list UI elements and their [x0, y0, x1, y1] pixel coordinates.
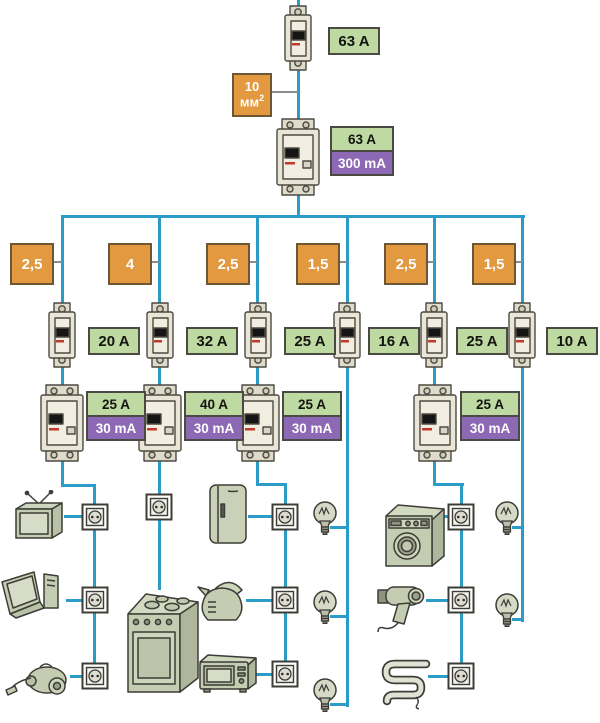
circuit-5-wire-elbow [433, 483, 464, 486]
tv-icon [10, 490, 68, 540]
feed-wire-callout-line [268, 91, 298, 93]
wire-size-callout-line [336, 261, 347, 263]
rcd-leakage-rating: 30 mA [186, 417, 242, 439]
computer-icon [0, 568, 70, 624]
refrigerator-icon [202, 482, 254, 546]
circuit-6-wire-size: 1,5 [472, 243, 516, 285]
circuit-1-drop-wire [93, 484, 96, 679]
tv-connector-wire [64, 515, 82, 518]
wire-size-callout-line [512, 261, 522, 263]
vacuum-connector-wire [70, 675, 82, 678]
wire-size-callout-line [424, 261, 434, 263]
rcd-current-rating: 40 A [186, 393, 242, 417]
feed-wire-size-unit: мм2 [239, 93, 265, 110]
socket-icon [271, 586, 299, 614]
circuit-5-drop-wire [460, 483, 463, 679]
circuit-1-breaker-icon [44, 302, 80, 368]
circuit-5-breaker-icon [416, 302, 452, 368]
microwave-icon [196, 652, 258, 694]
vacuum-cleaner-icon [4, 650, 74, 700]
main-rcd-icon [274, 118, 322, 196]
rcd-leakage-rating: 30 mA [284, 417, 340, 439]
circuit-1-breaker-rating: 20 A [88, 327, 140, 355]
circuit-2-rcd-rating: 40 A 30 mA [184, 391, 244, 441]
circuit-6-wire [521, 215, 524, 622]
circuit-3-wire-elbow [256, 483, 287, 486]
computer-connector-wire [66, 599, 82, 602]
heated-towel-rail-icon [380, 656, 434, 710]
bus-wire [61, 215, 525, 218]
socket-icon [271, 660, 299, 688]
main-breaker-icon [280, 5, 316, 71]
lamp-connector-wire [330, 526, 347, 529]
rcd-leakage-rating: 30 mA [88, 417, 144, 439]
circuit-5-wire-size: 2,5 [384, 243, 428, 285]
circuit-2-breaker-icon [142, 302, 178, 368]
circuit-4-breaker-rating: 16 A [368, 327, 420, 355]
washing-machine-icon [382, 500, 446, 570]
towel-rail-connector-wire [428, 675, 449, 678]
lamp-icon [494, 500, 520, 536]
circuit-5-rcd-icon [411, 384, 459, 462]
electric-stove-icon [120, 584, 200, 698]
lamp-icon [494, 592, 520, 628]
main-rcd-current-rating: 63 A [332, 128, 392, 152]
lamp-icon [312, 500, 338, 536]
hair-dryer-icon [376, 582, 430, 632]
lamp-connector-wire [330, 615, 347, 618]
microwave-connector-wire [252, 673, 273, 676]
lamp-connector-wire [512, 618, 522, 621]
lamp-icon [312, 589, 338, 625]
feed-wire-size-box: 10 мм2 [232, 73, 272, 117]
main-feed-wire [297, 0, 300, 218]
circuit-2-breaker-rating: 32 A [186, 327, 238, 355]
socket-icon [81, 503, 109, 531]
lamp-connector-wire [512, 526, 522, 529]
socket-icon [447, 662, 475, 690]
circuit-3-drop-wire [284, 483, 287, 677]
circuit-1-rcd-rating: 25 A 30 mA [86, 391, 146, 441]
circuit-6-breaker-rating: 10 A [546, 327, 598, 355]
main-rcd-rating: 63 A 300 mA [330, 126, 394, 176]
circuit-4-wire-size: 1,5 [296, 243, 340, 285]
lamp-icon [312, 677, 338, 713]
main-rcd-leakage-rating: 300 mA [332, 152, 392, 174]
circuit-5-breaker-rating: 25 A [456, 327, 508, 355]
circuit-4-wire [346, 215, 349, 707]
hairdryer-connector-wire [426, 599, 449, 602]
wire-size-callout-line [50, 261, 62, 263]
socket-icon [81, 662, 109, 690]
socket-icon [145, 493, 173, 521]
rcd-current-rating: 25 A [284, 393, 340, 417]
circuit-5-rcd-rating: 25 A 30 mA [460, 391, 520, 441]
wire-size-callout-line [246, 261, 257, 263]
circuit-1-wire-size: 2,5 [10, 243, 54, 285]
circuit-1-wire-elbow [61, 484, 96, 487]
feed-wire-size-value: 10 [244, 79, 260, 95]
rcd-current-rating: 25 A [462, 393, 518, 417]
socket-icon [447, 586, 475, 614]
circuit-3-rcd-rating: 25 A 30 mA [282, 391, 342, 441]
circuit-1-rcd-icon [38, 384, 86, 462]
circuit-3-breaker-rating: 25 A [284, 327, 336, 355]
circuit-2-wire-size: 4 [108, 243, 152, 285]
wire-size-callout-line [148, 261, 159, 263]
kettle-connector-wire [246, 599, 273, 602]
socket-icon [447, 503, 475, 531]
rcd-leakage-rating: 30 mA [462, 417, 518, 439]
kettle-icon [196, 578, 250, 626]
socket-icon [271, 503, 299, 531]
main-breaker-rating: 63 A [328, 27, 380, 55]
lamp-connector-wire [330, 703, 347, 706]
fridge-connector-wire [248, 515, 273, 518]
socket-icon [81, 586, 109, 614]
rcd-current-rating: 25 A [88, 393, 144, 417]
circuit-3-breaker-icon [240, 302, 276, 368]
circuit-3-wire-size: 2,5 [206, 243, 250, 285]
circuit-6-breaker-icon [504, 302, 540, 368]
